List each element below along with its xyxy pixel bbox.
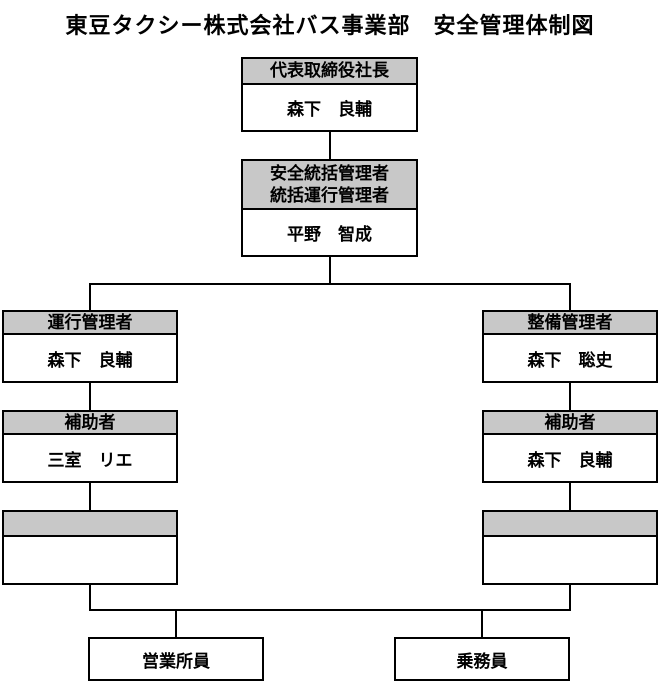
node-president-title: 代表取締役社長 — [243, 59, 416, 85]
node-operation-manager: 運行管理者 森下 良輔 — [2, 310, 178, 383]
connector-bottom-to-crew — [481, 610, 483, 637]
connector-branch-horizontal-bottom — [89, 609, 571, 611]
node-crew: 乗務員 — [394, 637, 570, 681]
node-vacant-right — [482, 510, 658, 585]
node-maintenance-manager-title: 整備管理者 — [484, 312, 656, 335]
node-maintenance-manager-name: 森下 聡史 — [527, 350, 613, 370]
connector-vacant-right-to-bottom — [569, 585, 571, 611]
connector-assistant-to-vacant-right — [569, 483, 571, 510]
node-vacant-left — [2, 510, 178, 585]
node-maintenance-assistant-name: 森下 良輔 — [527, 450, 613, 470]
connector-branch-horizontal-top — [89, 283, 571, 285]
connector-vacant-left-to-bottom — [89, 585, 91, 611]
node-operation-manager-title: 運行管理者 — [4, 312, 176, 335]
connector-operation-manager-to-assistant — [89, 383, 91, 410]
node-maintenance-assistant-title: 補助者 — [484, 412, 656, 435]
node-safety-general-manager-title-line2: 統括運行管理者 — [270, 185, 389, 205]
node-maintenance-assistant: 補助者 森下 良輔 — [482, 410, 658, 483]
connector-branch-to-operation-manager — [89, 284, 91, 310]
node-president-name: 森下 良輔 — [287, 100, 372, 119]
node-vacant-right-name — [484, 537, 656, 583]
connector-maintenance-manager-to-assistant — [569, 383, 571, 410]
node-safety-general-manager-title: 安全統括管理者 統括運行管理者 — [243, 161, 416, 210]
node-operation-manager-name: 森下 良輔 — [47, 350, 133, 370]
node-operation-assistant: 補助者 三室 リエ — [2, 410, 178, 483]
connector-president-to-safety — [329, 132, 331, 159]
node-safety-general-manager: 安全統括管理者 統括運行管理者 平野 智成 — [241, 159, 418, 257]
connector-assistant-to-vacant-left — [89, 483, 91, 510]
connector-bottom-to-office-staff — [175, 610, 177, 637]
node-safety-general-manager-title-line1: 安全統括管理者 — [270, 164, 389, 184]
node-office-staff: 営業所員 — [88, 637, 264, 681]
node-maintenance-manager: 整備管理者 森下 聡史 — [482, 310, 658, 383]
node-vacant-right-title — [484, 512, 656, 537]
node-vacant-left-name — [4, 537, 176, 583]
connector-safety-to-branch — [329, 257, 331, 284]
connector-branch-to-maintenance-manager — [569, 284, 571, 310]
node-operation-assistant-name: 三室 リエ — [47, 450, 133, 470]
node-operation-assistant-title: 補助者 — [4, 412, 176, 435]
chart-title: 東豆タクシー株式会社バス事業部 安全管理体制図 — [65, 13, 595, 38]
node-vacant-left-title — [4, 512, 176, 537]
node-president: 代表取締役社長 森下 良輔 — [241, 57, 418, 132]
node-safety-general-manager-name: 平野 智成 — [287, 225, 372, 244]
